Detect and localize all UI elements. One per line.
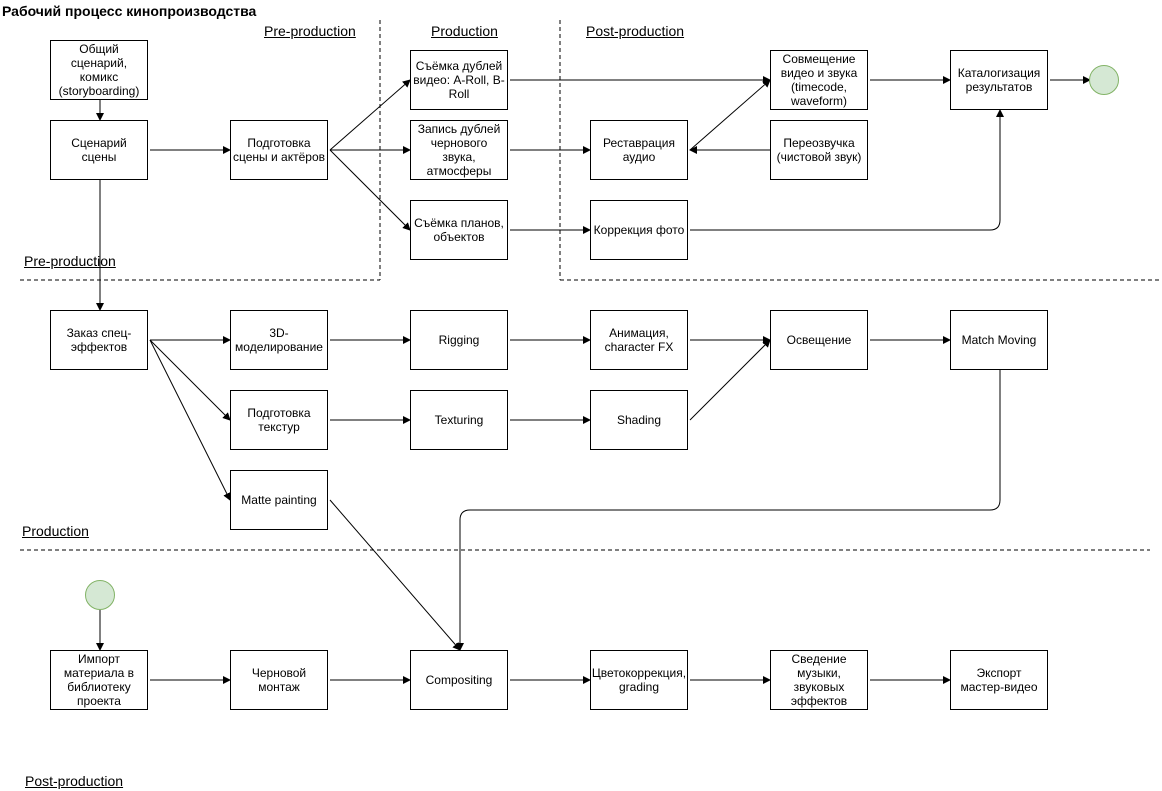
start-terminal-node[interactable] [85,580,115,610]
node-sound-takes[interactable]: Запись дублей чернового звука, атмосферы [410,120,508,180]
edge-shading-lighting [689,339,771,421]
node-plans-shoot[interactable]: Съёмка планов, объектов [410,200,508,260]
node-audio-restore[interactable]: Реставрация аудио [590,120,688,180]
node-scene-prep[interactable]: Подготовка сцены и актёров [230,120,328,180]
node-rough-cut[interactable]: Черновой монтаж [230,650,328,710]
node-av-sync[interactable]: Совмещение видео и звука (timecode, wave… [770,50,868,110]
node-import[interactable]: Импорт материала в библиотеку проекта [50,650,148,710]
node-shading[interactable]: Shading [590,390,688,450]
node-scene-script[interactable]: Сценарий сцены [50,120,148,180]
edge-vfx-matte [149,339,231,501]
node-vfx-order[interactable]: Заказ спец-эффектов [50,310,148,370]
row-label-post-production: Post-production [25,773,124,789]
node-texture-prep[interactable]: Подготовка текстур [230,390,328,450]
node-match-moving[interactable]: Match Moving [950,310,1048,370]
node-texturing[interactable]: Texturing [410,390,508,450]
node-lighting[interactable]: Освещение [770,310,868,370]
edge-vfx-textures [149,339,231,421]
node-export[interactable]: Экспорт мастер-видео [950,650,1048,710]
node-grading[interactable]: Цветокоррекция, grading [590,650,688,710]
edge-photo-catalog [690,109,1004,231]
node-dubbing[interactable]: Переозвучка (чистовой звук) [770,120,868,180]
column-label-pre-production: Pre-production [264,23,356,39]
row-label-production: Production [22,523,89,539]
node-compositing[interactable]: Compositing [410,650,508,710]
node-video-takes[interactable]: Съёмка дублей видео: A-Roll, B-Roll [410,50,508,110]
end-terminal-node[interactable] [1089,65,1119,95]
node-animation[interactable]: Анимация, character FX [590,310,688,370]
edge-restore-sync [689,79,771,151]
column-label-post-production: Post-production [586,23,685,39]
node-matte-painting[interactable]: Matte painting [230,470,328,530]
column-label-production: Production [431,23,498,39]
node-storyboard[interactable]: Общий сценарий, комикс (storyboarding) [50,40,148,100]
node-photo-correct[interactable]: Коррекция фото [590,200,688,260]
node-rigging[interactable]: Rigging [410,310,508,370]
edge-prep-plans [329,149,411,231]
node-3d-modeling[interactable]: 3D-моделирование [230,310,328,370]
edge-matchmove-compositing [456,370,1001,651]
node-cataloging[interactable]: Каталогизация результатов [950,50,1048,110]
row-label-pre-production: Pre-production [24,253,116,269]
node-music-mix[interactable]: Сведение музыки, звуковых эффектов [770,650,868,710]
edge-prep-video [329,79,411,151]
edge-matte-compositing [329,499,461,651]
diagram-title: Рабочий процесс кинопроизводства [2,3,257,19]
